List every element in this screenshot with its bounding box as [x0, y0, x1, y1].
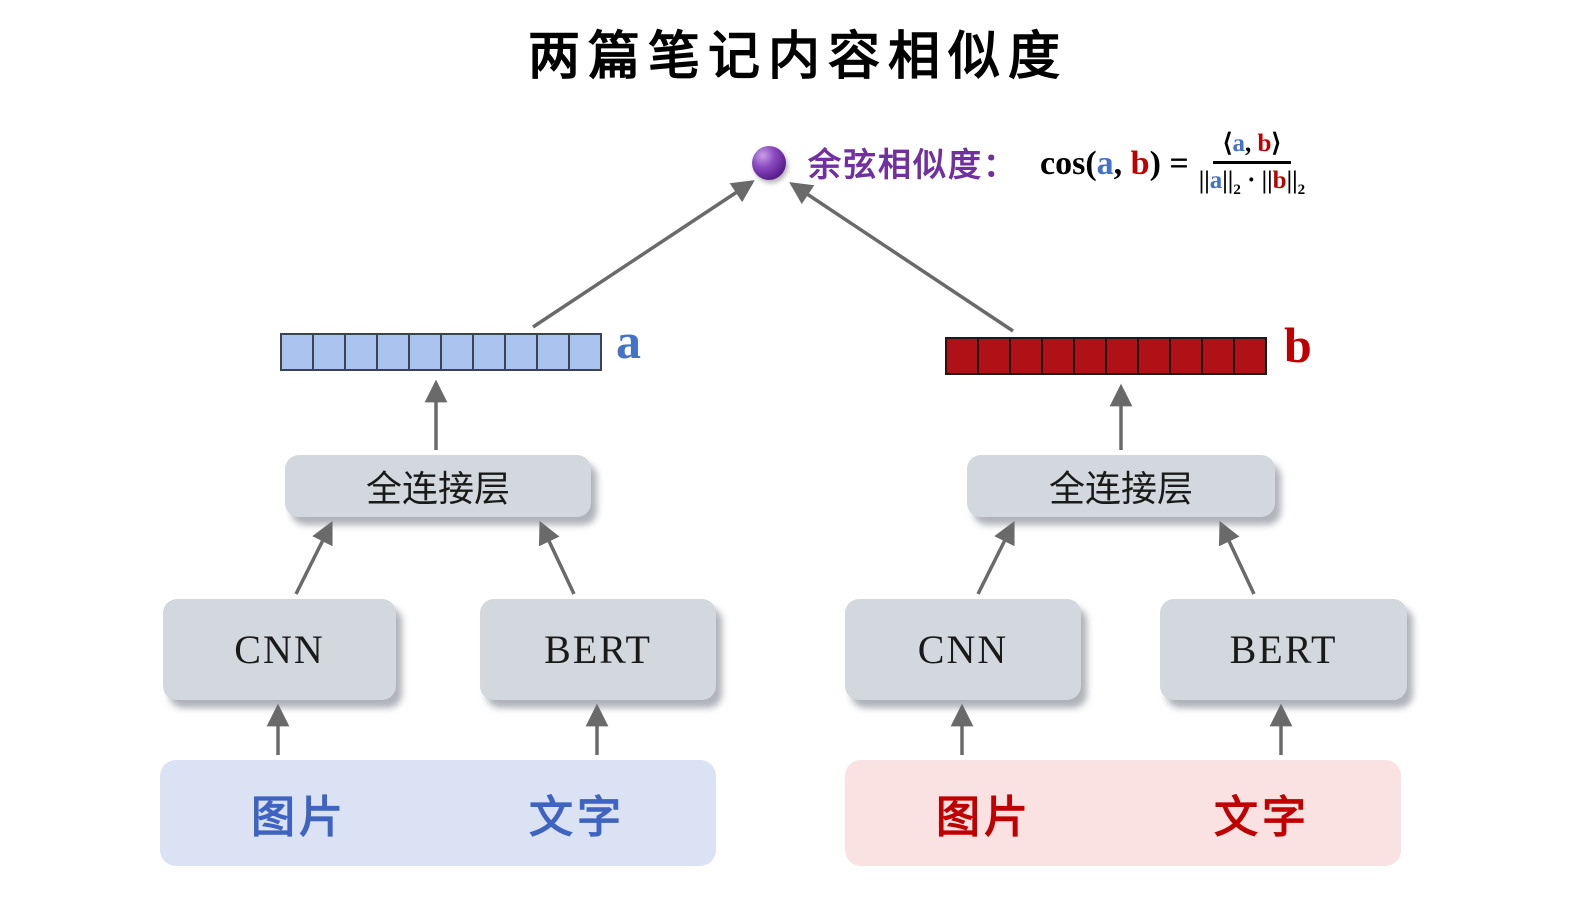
arrow-right-vector-to-sphere	[789, 182, 1014, 333]
fully-connected-layer-left: 全连接层	[285, 455, 591, 517]
vector-cell	[442, 335, 472, 369]
bert-box-left: BERT	[480, 599, 716, 700]
dot-operator: ·	[1247, 167, 1256, 195]
vector-cell	[538, 335, 568, 369]
vector-cell	[1043, 339, 1073, 373]
formula-main: cos(a, b) =	[1040, 145, 1189, 183]
bert-left-label: BERT	[544, 627, 652, 672]
text-input-right-label: 文字	[1214, 793, 1310, 842]
vector-cell	[979, 339, 1009, 373]
page-title: 两篇笔记内容相似度	[527, 29, 1068, 86]
image-input-left-label: 图片	[251, 793, 347, 842]
vector-cell	[1011, 339, 1041, 373]
vector-cell	[314, 335, 344, 369]
fc-left-label: 全连接层	[365, 469, 510, 509]
norm-b-subscript: 2	[1297, 182, 1306, 199]
fc-right-label: 全连接层	[1048, 469, 1193, 509]
vector-cell	[1235, 339, 1265, 373]
bert-right-label: BERT	[1229, 627, 1338, 672]
numerator-b: b	[1257, 129, 1272, 157]
input-panel-left: 图片 文字	[160, 760, 716, 866]
vector-cell	[1075, 339, 1105, 373]
vector-cell	[1107, 339, 1137, 373]
vector-cell	[378, 335, 408, 369]
numerator-a: a	[1232, 129, 1245, 157]
embedding-vector-a	[280, 333, 602, 371]
formula-fraction: ⟨a, b⟩ ||a||2 · ||b||2	[1199, 130, 1305, 199]
vector-cell	[474, 335, 504, 369]
norm-a: a	[1209, 167, 1223, 195]
vector-cell	[410, 335, 440, 369]
norm-a-open: ||	[1198, 167, 1210, 195]
formula-numerator: ⟨a, b⟩	[1212, 129, 1292, 165]
embedding-vector-b	[945, 337, 1267, 375]
text-input-left-label: 文字	[529, 793, 625, 842]
formula-cos-prefix: cos(	[1040, 145, 1097, 182]
cosine-formula: cos(a, b) = ⟨a, b⟩ ||a||2 · ||b||2	[1040, 118, 1305, 210]
cnn-box-right: CNN	[845, 599, 1081, 700]
arrow-bert-right-to-fc	[1218, 520, 1256, 595]
norm-a-close: ||	[1222, 167, 1234, 195]
norm-b-close: ||	[1286, 167, 1298, 195]
vector-a-label: a	[616, 313, 641, 369]
bert-box-right: BERT	[1160, 599, 1407, 700]
formula-separator: ,	[1113, 145, 1131, 182]
norm-a-subscript: 2	[1233, 182, 1241, 199]
formula-arg-b: b	[1130, 145, 1150, 182]
numerator-close-bracket: ⟩	[1271, 129, 1282, 157]
vector-cell	[1171, 339, 1201, 373]
vector-cell	[282, 335, 312, 369]
vector-cell	[1139, 339, 1169, 373]
numerator-sep: ,	[1244, 129, 1258, 157]
arrow-bert-left-to-fc	[538, 520, 576, 595]
norm-b: b	[1272, 167, 1287, 195]
vector-b-label: b	[1284, 317, 1312, 373]
arrow-cnn-right-to-fc	[976, 520, 1015, 595]
arrow-left-vector-to-sphere	[532, 180, 755, 329]
arrow-cnn-left-to-fc	[294, 520, 333, 595]
cnn-left-label: CNN	[234, 627, 325, 672]
vector-cell	[947, 339, 977, 373]
image-input-right-label: 图片	[936, 793, 1032, 842]
input-panel-right: 图片 文字	[845, 760, 1401, 866]
cnn-box-left: CNN	[163, 599, 396, 700]
vector-cell	[570, 335, 600, 369]
cnn-right-label: CNN	[917, 627, 1009, 672]
formula-equals: ) =	[1149, 145, 1189, 182]
similarity-node-sphere	[752, 146, 786, 180]
numerator-open-bracket: ⟨	[1222, 129, 1233, 157]
formula-arg-a: a	[1096, 145, 1114, 182]
vector-cell	[346, 335, 376, 369]
formula-denominator: ||a||2 · ||b||2	[1199, 164, 1305, 198]
norm-b-open: ||	[1261, 167, 1273, 195]
vector-cell	[1203, 339, 1233, 373]
fully-connected-layer-right: 全连接层	[967, 455, 1275, 517]
cosine-similarity-label: 余弦相似度：	[808, 148, 1018, 184]
vector-cell	[506, 335, 536, 369]
